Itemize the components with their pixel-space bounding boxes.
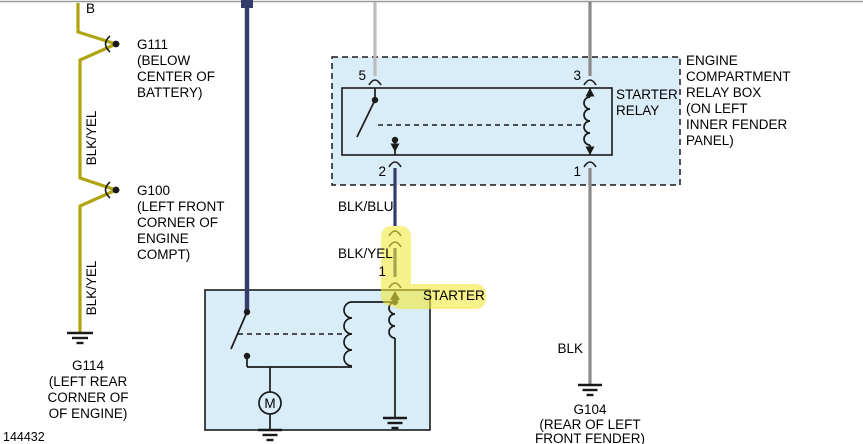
pin1-connector-icon (583, 161, 597, 168)
blk-yel-wire-label: BLK/YEL (338, 246, 393, 261)
relay-name-line1: STARTER (616, 87, 678, 102)
relay-name-line2: RELAY (616, 103, 659, 118)
g100-connector-arc-icon (104, 181, 111, 199)
relay-pin3-label: 3 (573, 68, 581, 83)
relay-pin-connectors (368, 79, 597, 168)
battery-feed-wire (241, 0, 253, 312)
g100-splice-dot-icon (112, 186, 120, 194)
relay-box-label-line5: INNER FENDER (686, 117, 788, 132)
g114-id-label: G114 (72, 358, 105, 373)
pin2-connector-icon (388, 161, 402, 168)
starter-switch-blade (230, 311, 248, 350)
blk-wire-label: BLK (557, 341, 583, 356)
relay-box-label-line6: PANEL) (686, 133, 734, 148)
relay-box-label-line1: ENGINE (686, 53, 738, 68)
g100-desc-line3: ENGINE (137, 231, 189, 246)
right-ground-circuit (578, 168, 602, 397)
g100-desc-line1: (LEFT FRONT (137, 199, 225, 214)
g100-desc-line4: COMPT) (137, 247, 190, 262)
starter-component-box (204, 289, 431, 431)
relay-pin2-node-dot (391, 136, 399, 144)
figure-number: 144432 (3, 430, 45, 444)
relay-pin5-label: 5 (358, 68, 366, 83)
starter-relay-box (341, 87, 613, 156)
motor-letter-label: M (264, 396, 275, 411)
g111-splice-dot-icon (112, 40, 120, 48)
blk-yel-main-wire (76, 3, 121, 332)
g104-ground-symbol-icon (578, 383, 602, 397)
g104-id-label: G104 (573, 402, 607, 417)
relay-box-label-line3: RELAY BOX (686, 85, 761, 100)
relay-coil-up-arrow-icon (585, 88, 595, 97)
g104-desc-line1: (REAR OF LEFT (539, 417, 640, 432)
highlight-starter-label-stroke (390, 284, 486, 309)
relay-coil-down-arrow-icon (585, 146, 595, 155)
starter-lower-contact-dot (243, 352, 251, 360)
blk-yel-lower-wire-label: BLK/YEL (84, 260, 99, 315)
highlighter-marks (381, 226, 486, 309)
g100-id-label: G100 (137, 183, 170, 198)
blk-blu-wire-label: BLK/BLU (338, 199, 394, 214)
g114-desc-line3: OF ENGINE) (49, 406, 128, 421)
starter-holdin-coil-icon (388, 301, 396, 339)
pin3-connector-icon (583, 79, 597, 86)
relay-box-label-line2: COMPARTMENT (686, 69, 791, 84)
left-ground-circuit (67, 3, 121, 345)
g114-desc-line1: (LEFT REAR (49, 374, 128, 389)
g111-id-label: G111 (137, 37, 168, 52)
g100-desc-line2: CORNER OF (137, 215, 218, 230)
relay-switch-arrow-icon (390, 143, 400, 152)
starter-pin1-number-label: 1 (378, 264, 386, 279)
engine-compartment-relay-box (331, 56, 681, 186)
relay-pin1-label: 1 (573, 164, 581, 179)
starter-upper-contact-dot (243, 308, 251, 316)
relay-switch-blade (356, 99, 376, 138)
g114-desc-line2: CORNER OF (48, 390, 129, 405)
relay-box-label-line4: (ON LEFT (686, 101, 748, 116)
starter-pullin-coil-icon (343, 301, 353, 367)
g111-desc-line1: (BELOW (137, 53, 191, 68)
g114-ground-symbol-icon (67, 331, 93, 345)
relay-contact-dot (371, 96, 379, 104)
g111-desc-line3: BATTERY) (137, 85, 203, 100)
g104-desc-line2: FRONT FENDER) (535, 431, 645, 444)
motor-ground-symbol-icon (258, 428, 282, 442)
g111-desc-line2: CENTER OF (137, 69, 215, 84)
g111-connector-arc-icon (104, 35, 111, 53)
relay-compartment-dashed-box (331, 56, 681, 186)
b-terminal-label: B (86, 1, 95, 16)
holdin-ground-symbol-icon (383, 416, 407, 430)
blk-yel-upper-wire-label: BLK/YEL (84, 110, 99, 165)
pin5-connector-icon (368, 79, 382, 86)
relay-pin2-label: 2 (378, 164, 386, 179)
relay-coil-icon (583, 96, 591, 146)
starter-component-label: STARTER (423, 288, 485, 303)
